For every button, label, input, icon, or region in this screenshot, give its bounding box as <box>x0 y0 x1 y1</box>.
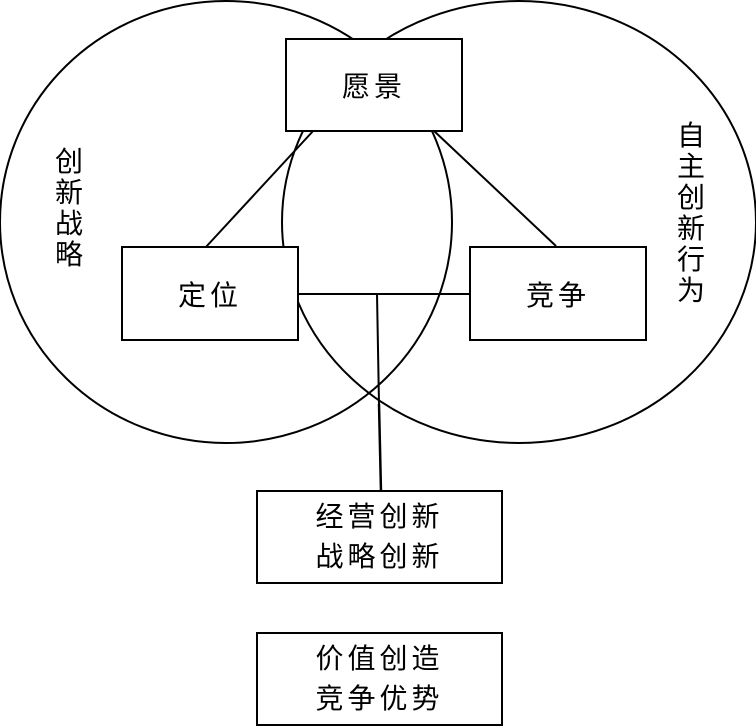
innovation-line-1: 经营创新 <box>315 500 444 533</box>
connector-trunk-lower <box>377 403 383 493</box>
competition-label: 竞争 <box>525 278 590 312</box>
left-ellipse <box>0 0 453 444</box>
innovation-line-2: 战略创新 <box>315 540 444 573</box>
connector-vision-positioning <box>204 129 315 249</box>
innovation-box: 经营创新 战略创新 <box>256 490 503 584</box>
connector-vision-competition <box>432 129 557 247</box>
value-line-2: 竞争优势 <box>315 682 444 715</box>
right-ellipse <box>281 0 756 444</box>
positioning-label: 定位 <box>177 278 242 312</box>
value-line-1: 价值创造 <box>315 642 444 675</box>
vision-box: 愿景 <box>285 38 463 132</box>
competition-box: 竞争 <box>469 246 647 341</box>
positioning-box: 定位 <box>121 246 299 341</box>
connector-trunk-upper <box>376 293 380 405</box>
vision-label: 愿景 <box>341 70 406 103</box>
value-box: 价值创造 竞争优势 <box>256 632 503 726</box>
right-side-label: 自主创新行为 <box>676 119 705 307</box>
left-side-label: 创新战略 <box>54 145 83 271</box>
